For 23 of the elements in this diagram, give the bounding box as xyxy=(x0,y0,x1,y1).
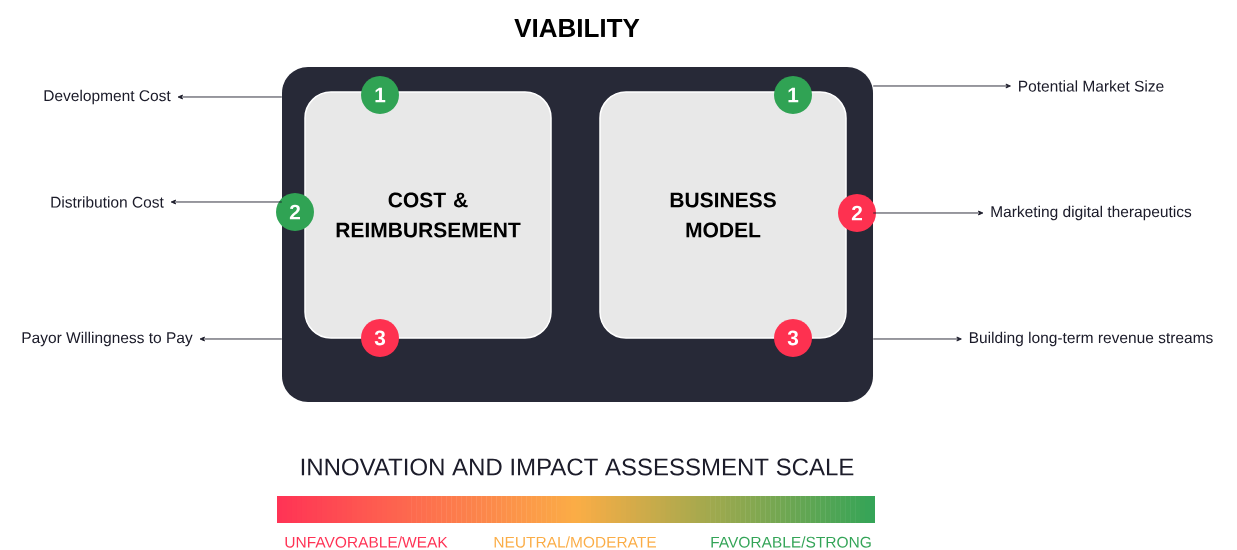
scale-label: NEUTRAL/MODERATE xyxy=(494,536,656,548)
arrow xyxy=(199,336,283,342)
title: VIABILITY xyxy=(514,19,640,37)
number-badge: 2 xyxy=(838,194,876,232)
factor-label: Distribution Cost xyxy=(51,196,164,208)
number-badge: 1 xyxy=(361,76,399,114)
arrow xyxy=(872,83,1011,89)
number-badge: 3 xyxy=(361,319,399,357)
scale-label: FAVORABLE/STRONG xyxy=(711,536,871,548)
arrow xyxy=(872,210,984,216)
factor-label: Payor Willingness to Pay xyxy=(22,331,193,347)
arrow xyxy=(177,94,283,100)
number-badge: 1 xyxy=(774,76,812,114)
number-badge: 2 xyxy=(276,193,314,231)
factor-label: Building long-term revenue streams xyxy=(969,331,1213,347)
number-badge: 3 xyxy=(774,319,812,357)
scale-label: UNFAVORABLE/WEAK xyxy=(285,536,448,548)
factor-label: Development Cost xyxy=(44,89,171,105)
scale-heading: INNOVATION AND IMPACT ASSESSMENT SCALE xyxy=(301,458,854,476)
arrow xyxy=(872,336,962,342)
factor-label: Potential Market Size xyxy=(1019,80,1164,92)
factor-label: Marketing digital therapeutics xyxy=(991,205,1192,221)
arrow xyxy=(170,199,283,205)
